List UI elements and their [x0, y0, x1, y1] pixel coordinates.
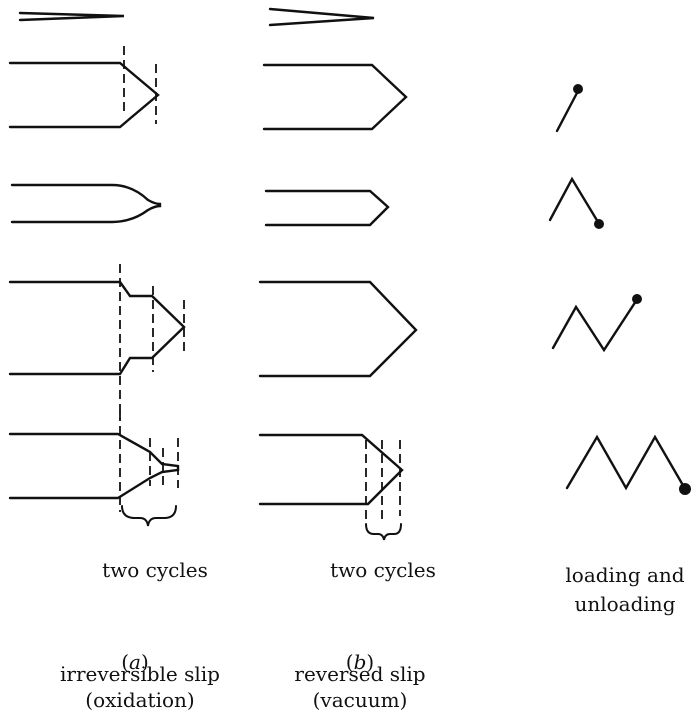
crack-a-stage-2: [10, 183, 162, 224]
load-path-stage-3: [551, 294, 642, 353]
crack-a-stage-3: [8, 264, 186, 420]
column-c-title-line2: unloading: [574, 592, 676, 616]
bracket-a: [121, 505, 177, 527]
load-endpoint-marker: [679, 483, 691, 495]
column-b-condition: (vacuum): [312, 688, 408, 712]
load-path-stage-4: [565, 434, 691, 495]
bracket-label-b: two cycles: [330, 558, 436, 582]
crack-b-stage-0: [268, 7, 375, 27]
crack-b-stage-4: [258, 433, 404, 522]
load-endpoint-marker: [573, 84, 583, 94]
column-b-sketches: [258, 7, 418, 541]
column-b-title: reversed slip: [294, 662, 426, 686]
column-c-title-line1: loading and: [565, 563, 685, 587]
crack-b-stage-2: [264, 189, 390, 227]
column-a-title: irreversible slip: [60, 662, 220, 686]
panel-letter-b: (b): [345, 650, 375, 674]
crack-a-stage-1: [8, 46, 160, 129]
load-path-stage-1: [555, 84, 583, 133]
crack-a-stage-0: [18, 11, 125, 22]
panel-letter-a: (a): [121, 650, 149, 674]
column-a-condition: (oxidation): [85, 688, 195, 712]
load-endpoint-marker: [594, 219, 604, 229]
crack-b-stage-1: [262, 63, 408, 131]
column-c-load-paths: [548, 84, 691, 495]
load-path-stage-2: [548, 176, 604, 229]
column-a-sketches: [8, 11, 186, 527]
crack-b-stage-3: [258, 280, 418, 378]
crack-a-stage-4: [8, 412, 180, 512]
load-endpoint-marker: [632, 294, 642, 304]
bracket-label-a: two cycles: [102, 558, 208, 582]
bracket-b: [365, 523, 402, 541]
